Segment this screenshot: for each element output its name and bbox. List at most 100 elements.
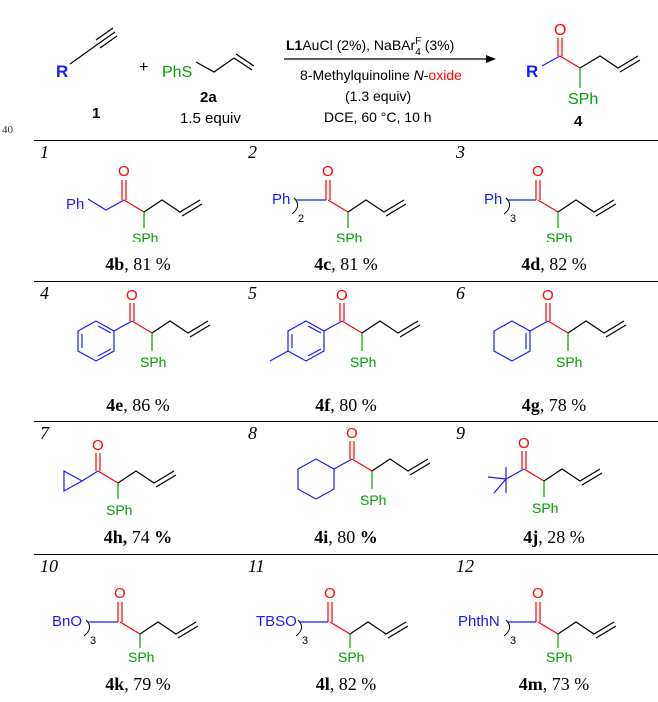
entry-cell-5: 5 O SPh 4f, 80 % — [242, 283, 450, 415]
svg-text:3: 3 — [90, 635, 96, 647]
structure-4e: O SPh — [77, 287, 211, 370]
entry-cell-11: 11 TBSO 3 O SPh 4l, 82 % — [242, 556, 450, 694]
allyl-vinyl — [233, 57, 253, 71]
allyl-vinyl-2 — [235, 53, 255, 67]
entry-label: 4d, 82 % — [521, 254, 587, 274]
svg-text:O: O — [532, 585, 544, 602]
entry-cell-6: 6 O SPh 4g, 78 % — [450, 283, 658, 415]
svg-text:O: O — [518, 435, 530, 452]
entry-number: 6 — [456, 283, 465, 303]
structure-4h: O SPh — [63, 437, 177, 518]
structure-4c: Ph 2 O SPh — [272, 163, 407, 242]
entry-number: 9 — [456, 423, 465, 443]
structure-4i: O SPh — [297, 425, 431, 508]
entry-number: 3 — [456, 142, 465, 162]
entry-number: 10 — [40, 556, 58, 576]
product-id: 4 — [574, 113, 583, 130]
svg-text:Ph: Ph — [484, 191, 502, 208]
svg-text:O: O — [542, 287, 554, 304]
reaction-header: R 1 + PhS 2a 1.5 equiv L1AuCl (2%), NaBA… — [2, 22, 641, 136]
entry-label: 4l, 82 % — [315, 674, 377, 694]
product-r-label: R — [526, 62, 538, 81]
svg-text:Ph: Ph — [66, 196, 84, 213]
svg-text:O: O — [336, 287, 348, 304]
entry-cell-8: 8 O SPh 4i, 80 % — [242, 423, 450, 555]
table-rule-top — [34, 140, 658, 141]
entry-number: 5 — [248, 283, 257, 303]
product-vinyl-2 — [619, 59, 641, 73]
svg-text:O: O — [346, 425, 358, 442]
svg-text:SPh: SPh — [140, 354, 166, 370]
svg-text:SPh: SPh — [106, 502, 132, 518]
entry-number: 1 — [40, 142, 49, 162]
reagent-r-label: R — [56, 62, 68, 81]
svg-text:SPh: SPh — [350, 354, 376, 370]
plus-sign: + — [139, 59, 148, 76]
entry-label: 4g, 78 % — [521, 395, 587, 415]
entry-label: 4k, 79 % — [105, 674, 171, 694]
svg-text:SPh: SPh — [546, 649, 572, 665]
phs-label: PhS — [162, 64, 192, 81]
svg-text:TBSO: TBSO — [256, 613, 297, 630]
reaction-arrowhead — [486, 55, 496, 63]
svg-text:BnO: BnO — [52, 613, 82, 630]
svg-text:SPh: SPh — [128, 649, 154, 665]
structure-4j: O SPh — [487, 435, 603, 516]
structure-4m: PhthN 3 O SPh — [458, 585, 617, 665]
alkyne-triple-1 — [97, 31, 116, 45]
svg-text:SPh: SPh — [360, 492, 386, 508]
entry-label: 4m, 73 % — [518, 674, 590, 694]
alkyne-bond — [69, 43, 99, 65]
conditions-equiv: (1.3 equiv) — [345, 88, 411, 104]
svg-text:O: O — [532, 163, 544, 180]
structure-4l: TBSO 3 O SPh — [256, 585, 409, 665]
entry-number: 7 — [40, 423, 49, 443]
alkyne-triple-2 — [95, 27, 114, 41]
svg-text:SPh: SPh — [132, 230, 158, 242]
reagent-1-id: 1 — [92, 105, 100, 122]
conditions-oxide: 8-Methylquinoline N-oxide — [300, 67, 462, 83]
entry-number: 4 — [40, 283, 49, 303]
conditions-solvent: DCE, 60 °C, 10 h — [324, 109, 432, 125]
svg-text:SPh: SPh — [556, 354, 582, 370]
reagent-2-id: 2a — [200, 89, 217, 106]
svg-text:O: O — [92, 437, 104, 454]
product-sph-label: SPh — [568, 91, 598, 108]
svg-text:O: O — [324, 585, 336, 602]
svg-text:SPh: SPh — [336, 230, 362, 242]
svg-text:PhthN: PhthN — [458, 613, 500, 630]
allyl-chain — [195, 57, 235, 73]
svg-text:O: O — [118, 163, 130, 180]
product-r-bond — [541, 55, 561, 67]
entry-number: 2 — [248, 142, 257, 162]
svg-text:2: 2 — [298, 213, 304, 225]
entry-label: 4b, 81 % — [105, 254, 171, 274]
entry-label: 4j, 28 % — [523, 527, 585, 547]
entry-cell-2: 2 Ph 2 O SPh 4c, 81 % — [242, 142, 450, 274]
entry-label: 4e, 86 % — [106, 395, 170, 415]
product-c-c — [559, 55, 581, 69]
structure-4b: Ph O SPh — [66, 163, 203, 242]
structure-4k: BnO 3 O SPh — [52, 585, 199, 665]
corner-note: 40 — [2, 124, 14, 136]
entry-cell-1: 1 Ph O SPh 4b, 81 % — [34, 142, 242, 274]
entry-cell-3: 3 Ph 3 O SPh 4d, 82 % — [450, 142, 658, 274]
svg-text:3: 3 — [510, 635, 516, 647]
entry-cell-4: 4 O SPh 4e, 86 % — [34, 283, 242, 415]
svg-text:SPh: SPh — [338, 649, 364, 665]
svg-text:Ph: Ph — [272, 191, 290, 208]
entry-label: 4i, 80 % — [314, 527, 378, 547]
reagent-2-equiv: 1.5 equiv — [180, 110, 241, 127]
entry-cell-10: 10 BnO 3 O SPh 4k, 79 % — [34, 556, 242, 694]
structure-4d: Ph 3 O SPh — [484, 163, 617, 242]
structure-4f: O SPh — [269, 287, 421, 370]
structure-4g: O SPh — [493, 287, 627, 370]
entry-label: 4h, 74 % — [103, 527, 173, 547]
table-rule-row3 — [34, 554, 658, 555]
entry-number: 12 — [456, 556, 474, 576]
entry-label: 4c, 81 % — [314, 254, 378, 274]
product-o-label: O — [554, 22, 566, 39]
entry-cell-9: 9 O SPh 4j, 28 % — [450, 423, 658, 555]
